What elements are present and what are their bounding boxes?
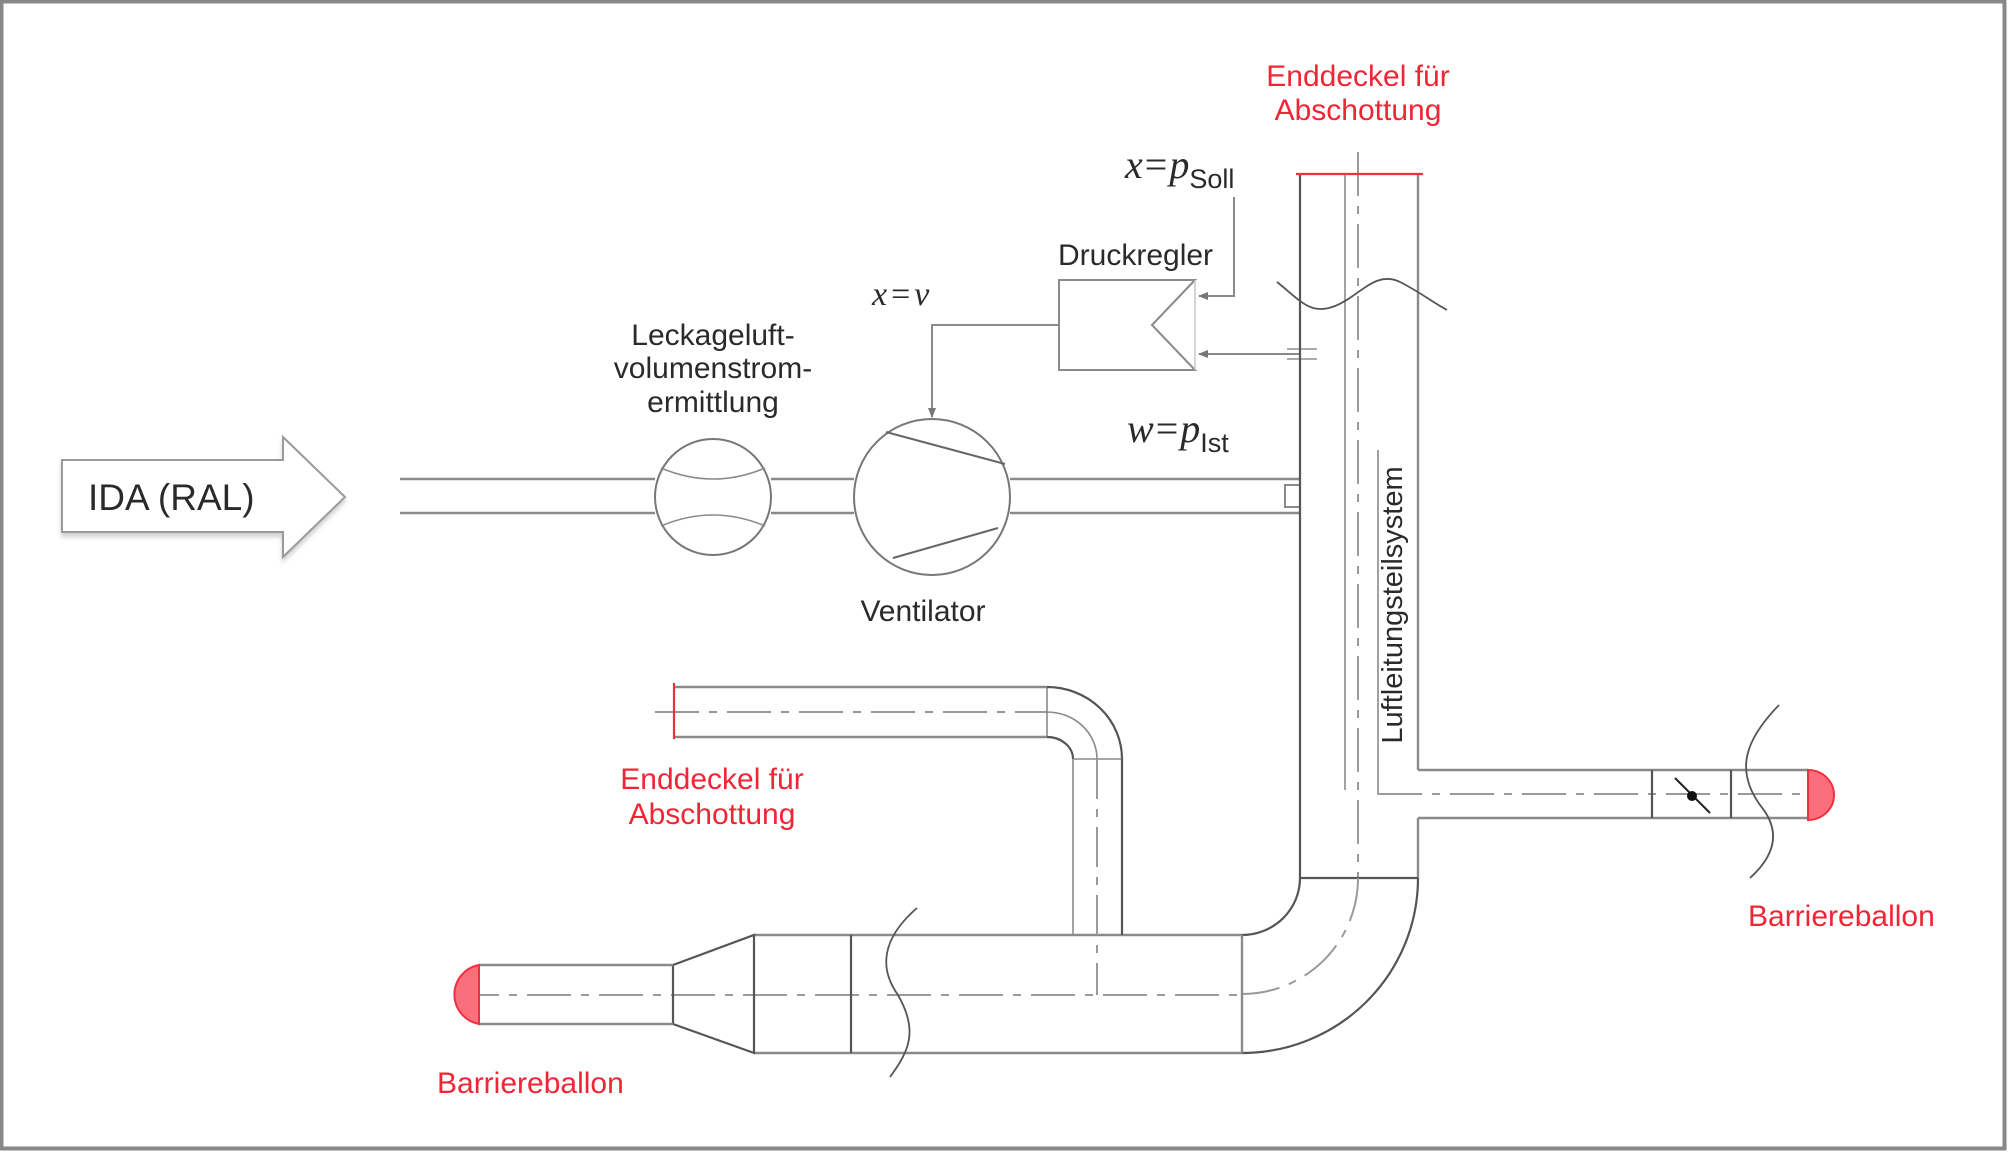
inlet-arrow-label: IDA (RAL) <box>88 477 255 518</box>
end-cap-top-label-line2: Abschottung <box>1275 94 1442 127</box>
pressure-controller-block <box>1058 279 1198 371</box>
flow-meter-label-line1: Leckageluft- <box>631 319 794 352</box>
barrier-balloon-left <box>453 963 480 1026</box>
duct-elbow-large <box>1240 876 1420 1055</box>
duct-subsystem-label: Luftleitungsteilsystem <box>1377 466 1409 743</box>
fan-label: Ventilator <box>860 595 985 628</box>
leakage-flow-meter: Leckageluft- volumenstrom- ermittlung <box>614 319 812 556</box>
pressure-controller: Druckregler x=pSoll w=pIst <box>1058 142 1317 458</box>
end-cap-top-label-line1: Enddeckel für <box>1266 60 1449 93</box>
flow-meter-label-line2: volumenstrom- <box>614 352 812 385</box>
barrier-balloon-right <box>1807 768 1835 822</box>
pressure-sensor-icon <box>1287 348 1317 360</box>
right-branch: Barriereballon <box>1378 704 1935 933</box>
fan-control-signal: x=ν <box>871 276 930 313</box>
lower-duct: Barriereballon <box>437 907 1242 1100</box>
fan-control-line <box>928 324 1059 418</box>
reducer-cone <box>671 933 756 1055</box>
damper-icon <box>1674 777 1711 814</box>
setpoint-signal-line <box>1198 197 1235 300</box>
barrier-balloon-right-label: Barriereballon <box>1748 900 1935 933</box>
pressure-controller-label: Druckregler <box>1058 239 1213 272</box>
barrier-balloon-left-label: Barriereballon <box>437 1067 624 1100</box>
supply-pipe <box>400 477 1301 515</box>
break-line-bottom <box>885 907 918 1078</box>
flow-meter-icon <box>654 438 772 556</box>
end-cap-middle-label-line1: Enddeckel für <box>620 763 803 796</box>
middle-branch: Enddeckel für Abschottung <box>620 683 1124 995</box>
break-line-top <box>1276 278 1448 311</box>
break-line-right <box>1745 704 1780 879</box>
inlet-arrow-shape <box>61 434 347 560</box>
fan-icon <box>853 418 1011 576</box>
setpoint-label: x=pSoll <box>1124 142 1234 194</box>
end-cap-middle-label-line2: Abschottung <box>629 798 796 831</box>
duct-subsystem: Luftleitungsteilsystem Enddeckel für Abs… <box>1266 60 1450 878</box>
flow-meter-label-line3: ermittlung <box>647 386 779 419</box>
inlet-arrow: IDA (RAL) <box>61 434 347 560</box>
fan: Ventilator x=ν <box>853 276 1011 628</box>
actual-value-label: w=pIst <box>1127 406 1229 458</box>
pressure-tap <box>1284 484 1301 508</box>
